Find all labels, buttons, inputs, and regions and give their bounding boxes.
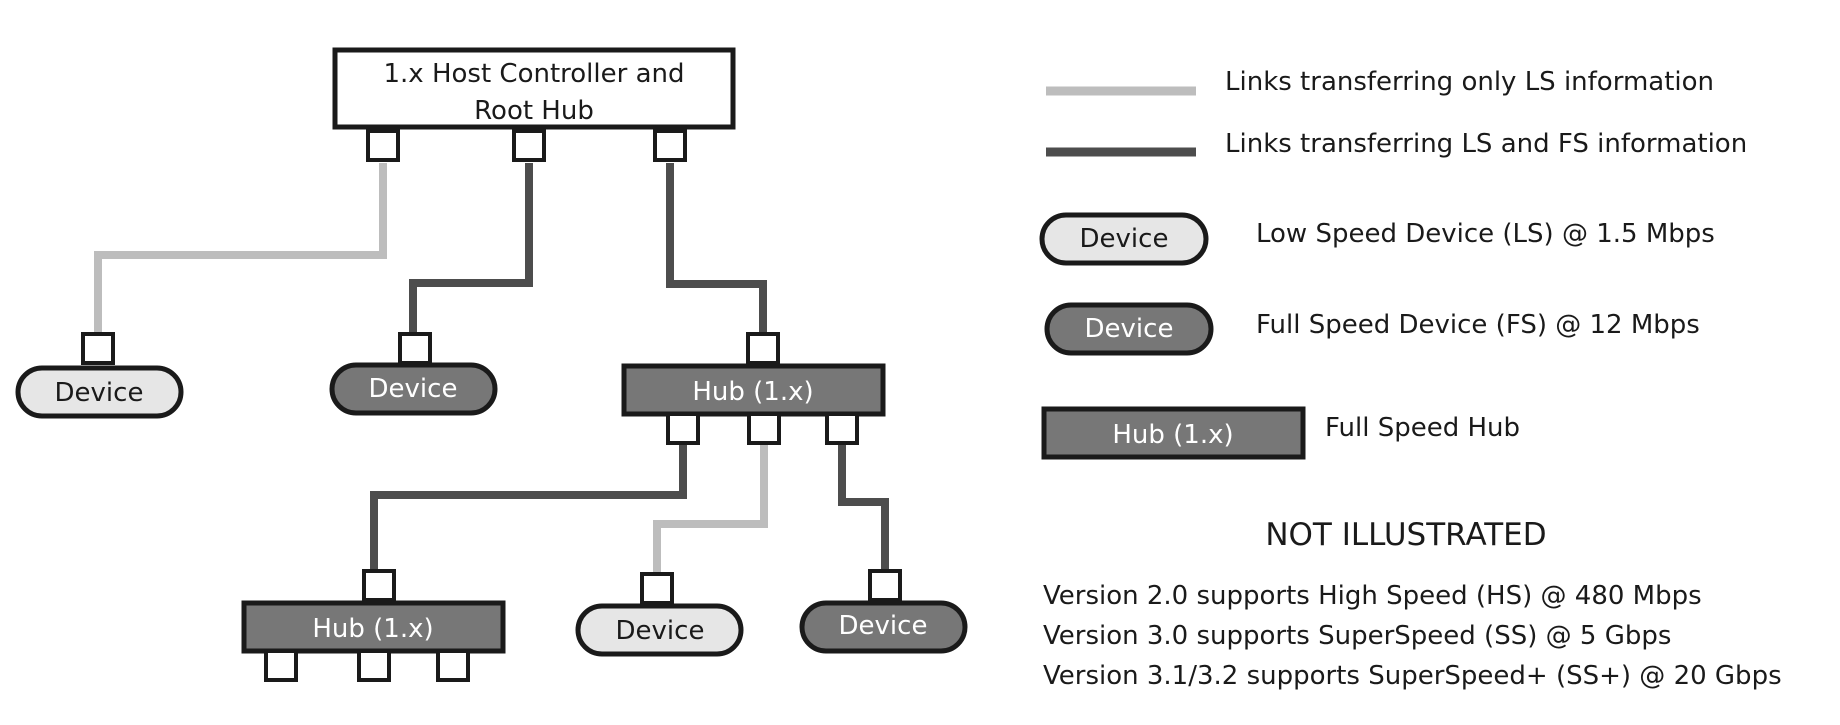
version-note-line: Version 2.0 supports High Speed (HS) @ 4… bbox=[1043, 581, 1702, 611]
legend-ls-device-swatch bbox=[1039, 212, 1209, 266]
hub-upstream-port bbox=[362, 569, 396, 602]
legend-ls-device-desc: Low Speed Device (LS) @ 1.5 Mbps bbox=[1256, 219, 1715, 249]
device-port bbox=[868, 569, 902, 602]
link-ls-hub-to-device bbox=[653, 444, 768, 573]
link-fs-hub-to-device bbox=[838, 444, 889, 570]
version-note-line: Version 3.1/3.2 supports SuperSpeed+ (SS… bbox=[1043, 661, 1782, 691]
host-controller-label-line2: Root Hub bbox=[474, 96, 594, 126]
root-hub: Hub (1.x) bbox=[621, 332, 886, 445]
hub-downstream-port-1 bbox=[666, 412, 700, 445]
hub-downstream-port-3 bbox=[436, 649, 470, 682]
host-port-3 bbox=[653, 129, 687, 162]
child-fs-device: Device bbox=[799, 569, 968, 654]
legend-hub-swatch-label: Hub (1.x) bbox=[1112, 420, 1233, 450]
hub-downstream-port-1 bbox=[264, 649, 298, 682]
legend-ls-link-label: Links transferring only LS information bbox=[1225, 67, 1714, 97]
root-ls-device: Device bbox=[15, 332, 184, 419]
root-fs-device: Device bbox=[329, 332, 498, 416]
link-fs-host-to-hub bbox=[666, 163, 767, 333]
ls-device-body bbox=[575, 603, 744, 657]
child-hub: Hub (1.x) bbox=[241, 569, 506, 682]
hub-upstream-port bbox=[746, 332, 780, 365]
version-note-line: Version 3.0 supports SuperSpeed (SS) @ 5… bbox=[1043, 621, 1671, 651]
ls-device-label: Device bbox=[616, 616, 705, 646]
fs-device-body bbox=[799, 600, 968, 654]
hub-downstream-port-2 bbox=[357, 649, 391, 682]
host-port-1 bbox=[366, 129, 400, 162]
fs-device-label: Device bbox=[369, 374, 458, 404]
host-controller-label-line1: 1.x Host Controller and bbox=[384, 59, 685, 89]
device-port bbox=[398, 332, 432, 365]
host-port-2 bbox=[512, 129, 546, 162]
fs-device-body bbox=[329, 362, 498, 416]
legend-ls-device-swatch-label: Device bbox=[1080, 224, 1169, 254]
host-controller-box bbox=[332, 47, 736, 130]
legend: Links transferring only LS information L… bbox=[1039, 67, 1747, 460]
ls-device-label: Device bbox=[55, 378, 144, 408]
device-port bbox=[640, 572, 674, 605]
child-ls-device: Device bbox=[575, 572, 744, 657]
fs-device-label: Device bbox=[839, 611, 928, 641]
device-port bbox=[81, 332, 115, 365]
legend-fs-device-swatch-label: Device bbox=[1085, 314, 1174, 344]
link-fs-host-to-device bbox=[409, 163, 533, 333]
legend-fs-device-swatch bbox=[1044, 302, 1214, 356]
legend-hub-swatch bbox=[1041, 406, 1306, 460]
hub-downstream-port-3 bbox=[825, 412, 859, 445]
legend-fs-device-desc: Full Speed Device (FS) @ 12 Mbps bbox=[1256, 310, 1700, 340]
link-ls-host-to-device bbox=[94, 163, 387, 333]
not-illustrated-heading: NOT ILLUSTRATED bbox=[1265, 517, 1546, 553]
hub-label: Hub (1.x) bbox=[692, 377, 813, 407]
link-fs-hub-to-hub bbox=[370, 444, 687, 570]
legend-hub-desc: Full Speed Hub bbox=[1325, 413, 1520, 443]
hub-label: Hub (1.x) bbox=[312, 614, 433, 644]
legend-ls-fs-link-label: Links transferring LS and FS information bbox=[1225, 129, 1747, 159]
ls-device-body bbox=[15, 365, 184, 419]
links bbox=[94, 163, 889, 573]
hub-downstream-port-2 bbox=[747, 412, 781, 445]
host-controller: 1.x Host Controller and Root Hub bbox=[332, 47, 736, 162]
not-illustrated-section: NOT ILLUSTRATED Version 2.0 supports Hig… bbox=[1043, 517, 1782, 691]
